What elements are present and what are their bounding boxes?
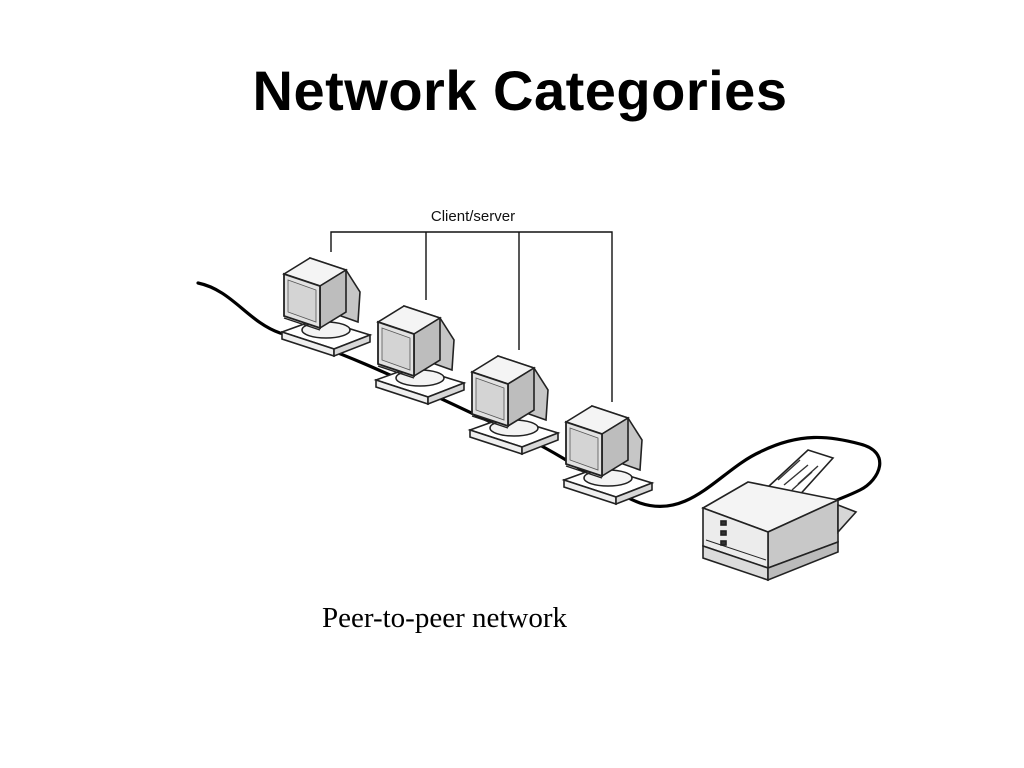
slide-title: Network Categories: [252, 59, 788, 122]
computer-4: [563, 405, 653, 505]
diagram-caption: Peer-to-peer network: [322, 602, 567, 634]
client-server-wiring: [330, 231, 613, 402]
computer-2: [375, 305, 465, 405]
printer: [701, 449, 858, 582]
computer-3: [469, 355, 559, 455]
client-server-label: Client/server: [431, 208, 515, 225]
computer-1: [281, 257, 371, 357]
